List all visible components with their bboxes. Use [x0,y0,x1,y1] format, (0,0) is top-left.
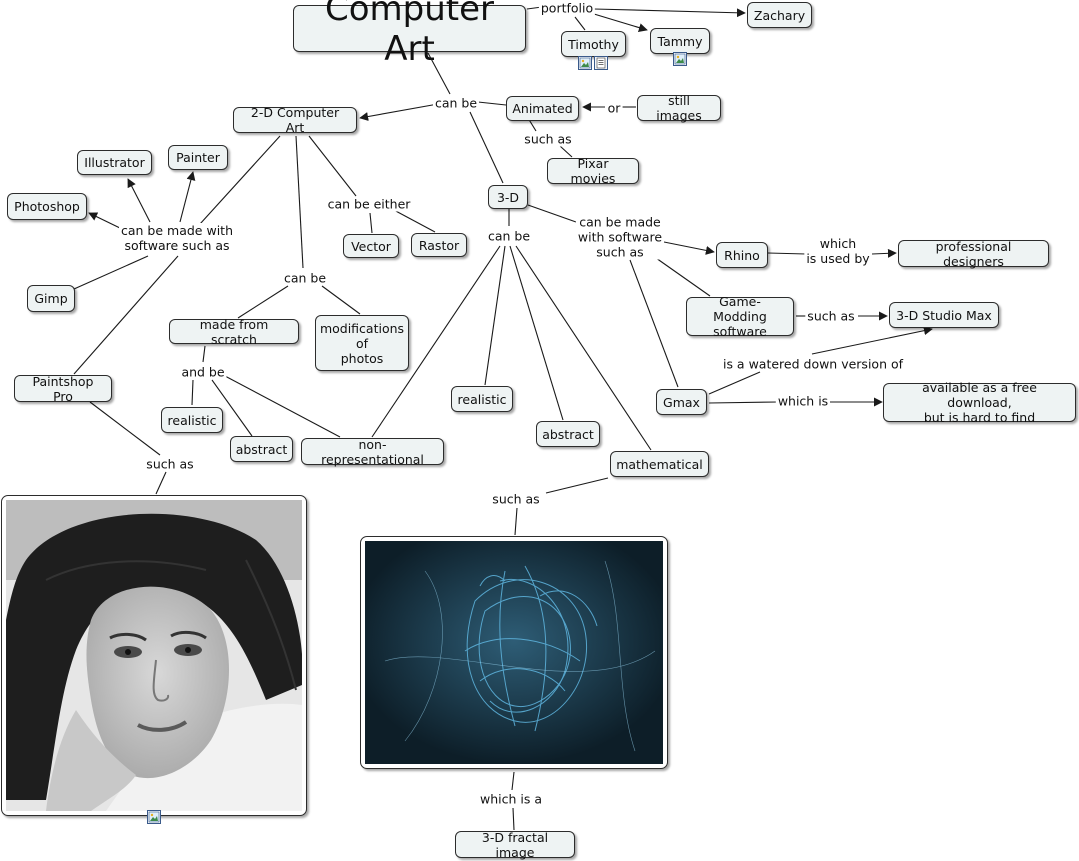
node-modifications-of-photos[interactable]: modifications of photos [315,315,409,371]
node-realistic-2d[interactable]: realistic [161,407,223,433]
link-label-can-be-made-3d: can be made with software such as [575,214,665,260]
link-label-or: or [605,100,623,116]
node-pixar-movies[interactable]: Pixar movies [547,156,639,186]
link-label-such-as-math: such as [490,491,542,507]
link-label-can-be-either: can be either [325,196,413,212]
fractal-image [365,541,663,764]
node-still-images[interactable]: still images [637,93,721,123]
portrait-image-node[interactable] [1,495,307,816]
node-professional-designers[interactable]: professional designers [898,239,1049,269]
link-label-portfolio: portfolio [538,0,596,16]
node-rastor[interactable]: Rastor [411,233,467,257]
link-label-can-be-top: can be [432,95,480,111]
image-icon[interactable] [578,56,592,70]
fractal-image-node[interactable] [360,536,668,769]
link-label-which-is: which is [775,393,831,409]
node-zachary[interactable]: Zachary [747,2,812,28]
link-label-and-be: and be [179,364,227,380]
node-abstract-2d[interactable]: abstract [230,436,293,462]
node-3d-studio-max[interactable]: 3-D Studio Max [889,302,999,328]
link-label-can-be-2d: can be [281,270,329,286]
node-game-modding-software[interactable]: Game-Modding software [686,294,794,339]
node-made-from-scratch[interactable]: made from scratch [169,317,299,347]
node-illustrator[interactable]: Illustrator [77,150,152,175]
link-label-such-as-max: such as [805,308,857,324]
node-gimp[interactable]: Gimp [27,285,75,312]
node-mathematical[interactable]: mathematical [610,451,709,477]
image-icon[interactable] [147,810,161,824]
portrait-image [6,500,302,811]
node-computer-art[interactable]: Computer Art [293,0,526,69]
link-label-which-used-by: which is used by [804,236,872,266]
link-label-can-be-3d: can be [485,228,533,244]
link-label-which-is-a: which is a [477,791,545,807]
node-3d[interactable]: 3-D [488,185,528,209]
link-label-such-as-photo: such as [144,456,196,472]
link-label-can-be-made-2d: can be made with software such as [119,223,235,253]
node-rhino[interactable]: Rhino [716,242,768,268]
node-painter[interactable]: Painter [168,145,228,170]
node-non-representational[interactable]: non-representational [301,437,444,467]
node-vector[interactable]: Vector [343,234,399,258]
node-free-download[interactable]: available as a free download, but is har… [883,380,1076,425]
node-paintshop-pro[interactable]: Paintshop Pro [14,374,112,404]
node-realistic-3d[interactable]: realistic [451,386,513,412]
link-label-such-as-pixar: such as [522,131,574,147]
node-abstract-3d[interactable]: abstract [536,421,600,447]
document-icon[interactable] [594,56,608,70]
node-tammy[interactable]: Tammy [650,28,710,54]
node-gmax[interactable]: Gmax [656,389,707,415]
node-animated[interactable]: Animated [506,96,579,121]
node-photoshop[interactable]: Photoshop [7,193,87,220]
node-3d-fractal-image[interactable]: 3-D fractal image [455,830,575,860]
link-label-watered-down: is a watered down version of [720,356,906,372]
node-2d-computer-art[interactable]: 2-D Computer Art [233,105,357,135]
node-timothy[interactable]: Timothy [561,31,626,57]
image-icon[interactable] [673,52,687,66]
